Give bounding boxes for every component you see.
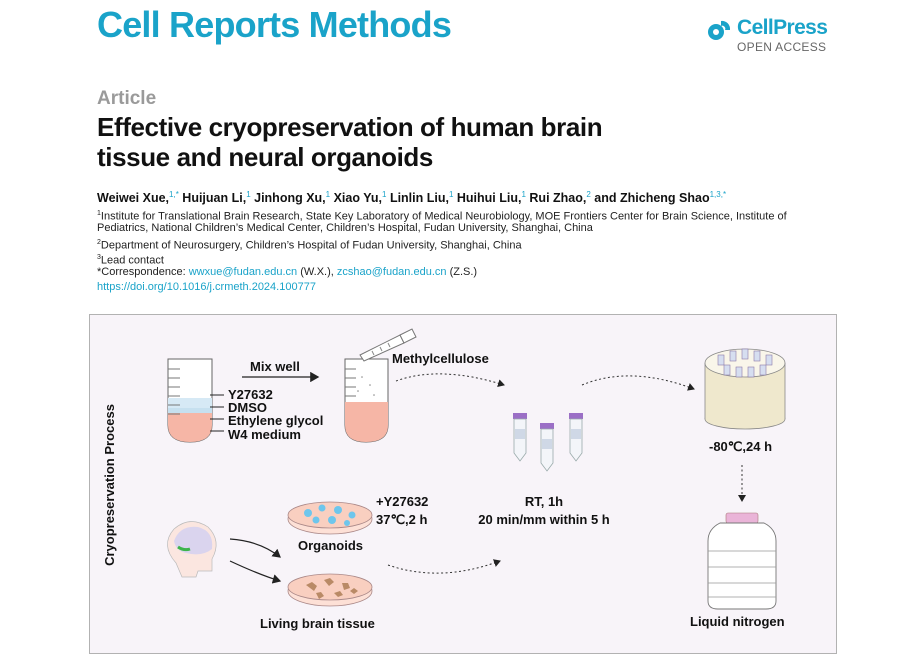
author-name: Huijuan Li, <box>182 191 247 206</box>
author-affiliation-marker: 1 <box>521 190 526 199</box>
cryovials-icon <box>513 413 583 472</box>
author-name: Xiao Yu, <box>333 191 382 206</box>
rt-line-1: RT, 1h <box>525 494 563 509</box>
head-brain-icon <box>167 521 217 578</box>
author-name: Jinhong Xu, <box>254 191 326 206</box>
liquid-nitrogen-label: Liquid nitrogen <box>690 614 785 629</box>
author-affiliation-marker: 1 <box>325 190 331 199</box>
treatment-line-2: 37℃,2 h <box>376 512 428 527</box>
email-link-2[interactable]: zcshao@fudan.edu.cn <box>336 266 447 278</box>
arrow-to-organoids <box>229 538 281 558</box>
doi-link[interactable]: https://doi.org/10.1016/j.crmeth.2024.10… <box>97 281 316 293</box>
rt-line-2: 20 min/mm within 5 h <box>478 512 610 527</box>
author-affiliation-marker: 1 <box>382 190 387 199</box>
affiliation-3: 3Lead contact <box>97 254 164 267</box>
publisher-logo: CellPress OPEN ACCESS <box>707 16 832 56</box>
author-affiliation-marker: 1,3,* <box>709 190 727 199</box>
mix-well-label: Mix well <box>250 359 300 374</box>
correspondence: *Correspondence: wwxue@fudan.edu.cn (W.X… <box>97 266 478 278</box>
tube-mixed <box>344 358 389 443</box>
journal-title: Cell Reports Methods <box>97 4 452 45</box>
organoids-dish-icon <box>287 501 373 535</box>
layer-label-dmso: DMSO <box>228 400 267 415</box>
side-label: Cryopreservation Process <box>102 404 117 566</box>
brain-tissue-label: Living brain tissue <box>260 616 375 631</box>
treatment-line-1: +Y27632 <box>376 494 428 509</box>
author-list: Weiwei Xue,1,* Huijuan Li,1 Jinhong Xu,1… <box>97 190 726 205</box>
affiliation-1-cont: Pediatrics, National Children’s Medical … <box>97 222 593 234</box>
author-name: Rui Zhao, <box>529 191 587 206</box>
graphical-abstract: Cryopreservation Process Y27632 DMSO Eth… <box>89 314 837 654</box>
methylcellulose-label: Methylcellulose <box>392 351 489 366</box>
arrow-to-rt <box>387 559 501 574</box>
layer-label-y27632: Y27632 <box>228 387 273 402</box>
cellpress-logo-icon <box>708 20 731 40</box>
brain-tissue-dish-icon <box>287 573 373 607</box>
author-name: Linlin Liu, <box>389 191 449 206</box>
author-affiliation-marker: 1 <box>448 190 454 199</box>
pipette-icon <box>359 328 417 362</box>
layer-label-ethylene-glycol: Ethylene glycol <box>228 413 323 428</box>
liquid-nitrogen-tank-icon <box>707 512 777 610</box>
author-affiliation-marker: 1,* <box>169 190 179 199</box>
freezer-label: -80℃,24 h <box>709 439 772 454</box>
affiliation-2: 2Department of Neurosurgery, Children’s … <box>97 239 522 252</box>
email-link-1[interactable]: wwxue@fudan.edu.cn <box>188 266 298 278</box>
arrow-to-vials <box>395 373 505 388</box>
author-affiliation-marker: 1 <box>246 190 251 199</box>
tube-layered <box>167 358 224 443</box>
arrow-to-tissue <box>229 560 282 584</box>
author-name: and Zhicheng Shao <box>594 191 710 206</box>
open-access-label: OPEN ACCESS <box>737 40 827 54</box>
affiliation-1: 1Institute for Translational Brain Resea… <box>97 210 787 223</box>
figure-canvas: Cryopreservation Process Y27632 DMSO Eth… <box>102 328 786 631</box>
arrow-to-freezer <box>581 375 695 391</box>
author-name: Weiwei Xue, <box>97 191 170 206</box>
layer-label-w4-medium: W4 medium <box>228 427 301 442</box>
author-affiliation-marker: 2 <box>586 190 591 199</box>
author-name: Huihui Liu, <box>456 191 522 206</box>
organoids-label: Organoids <box>298 538 363 553</box>
article-type: Article <box>97 88 157 109</box>
freezer-box-icon <box>704 348 786 430</box>
publisher-name: CellPress <box>737 16 828 39</box>
article-title: Effective cryopreservation of human brai… <box>97 112 603 172</box>
